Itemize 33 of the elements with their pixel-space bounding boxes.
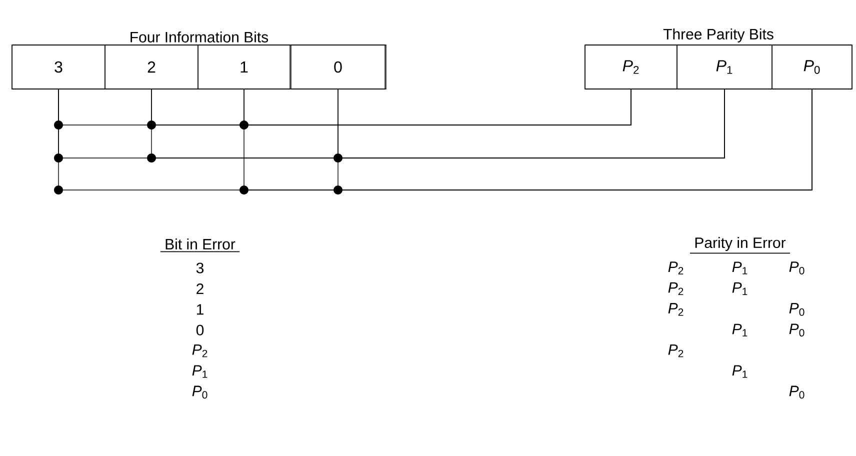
- bit-cell: 0: [290, 44, 386, 90]
- bit-cell: P$_{2}$: [584, 44, 678, 90]
- table-cell: P$_{1}$: [732, 324, 748, 336]
- table-cell: P$_{2}$: [668, 282, 684, 296]
- bit-cell: 1: [198, 44, 290, 90]
- bit-cell: 2: [104, 44, 198, 90]
- table-cell: P$_{0}$: [192, 386, 208, 399]
- table-header: Bit in Error: [166, 238, 236, 250]
- table-cell: P$_{2}$: [668, 344, 684, 358]
- table-cell: P$_{1}$: [732, 365, 748, 378]
- table-cell: 2: [196, 283, 204, 294]
- table-cell: P$_{0}$: [789, 324, 804, 336]
- table-cell: P$_{2}$: [668, 303, 684, 316]
- bit-cell: P$_{0}$: [772, 44, 852, 90]
- bit-cell: P$_{1}$: [676, 44, 772, 90]
- table-cell: 3: [196, 262, 204, 274]
- table-cell: P$_{2}$: [192, 344, 208, 358]
- table-cell: 0: [196, 324, 204, 336]
- table-cell: P$_{1}$: [192, 365, 208, 378]
- table-cell: P$_{1}$: [732, 262, 748, 274]
- connector-line: [240, 89, 632, 130]
- table-cell: P$_{2}$: [668, 262, 684, 274]
- node-label: Four Information Bits: [130, 31, 268, 42]
- bit-cell: 3: [12, 44, 106, 90]
- node-label: Three Parity Bits: [663, 28, 774, 42]
- connector-line: [334, 89, 812, 194]
- table-header: Parity in Error: [695, 237, 786, 251]
- connector-line: [334, 89, 725, 162]
- table-cell: P$_{0}$: [789, 303, 804, 316]
- table-cell: P$_{0}$: [789, 386, 804, 399]
- table-cell: 1: [196, 304, 204, 315]
- table-cell: P$_{0}$: [789, 262, 804, 274]
- table-cell: P$_{1}$: [732, 282, 748, 295]
